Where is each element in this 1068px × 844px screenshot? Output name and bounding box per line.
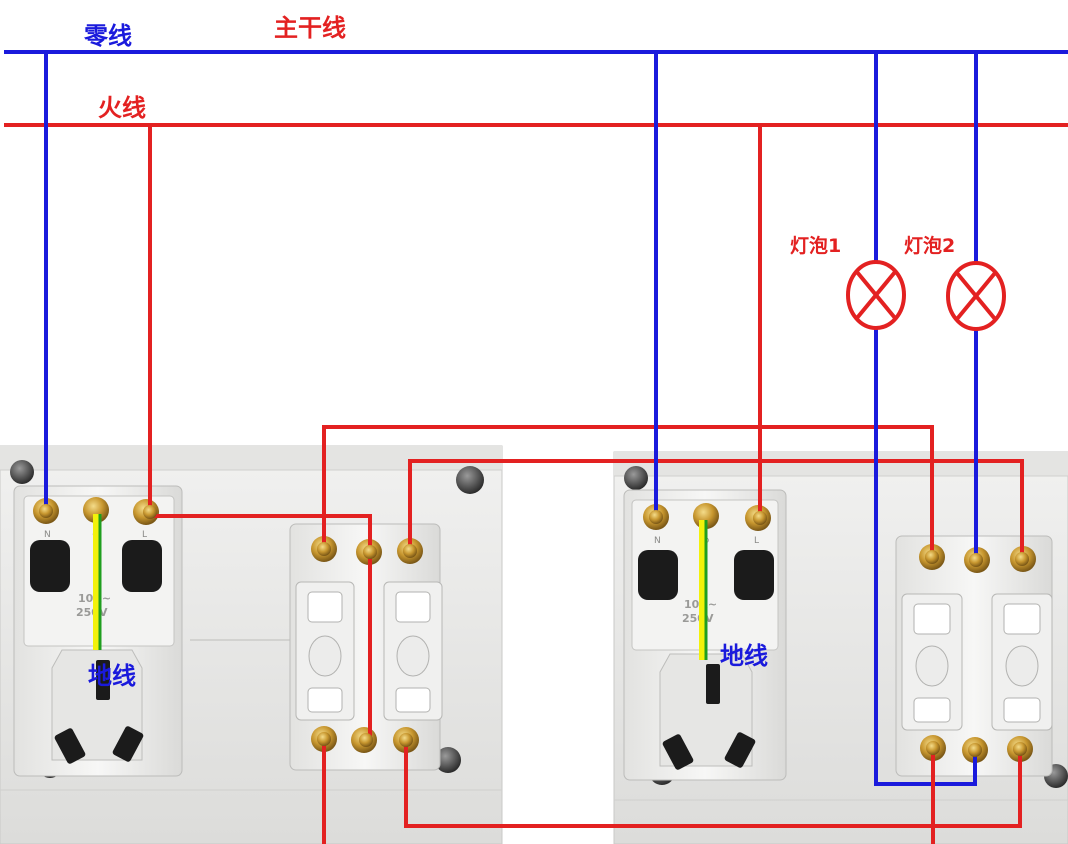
- terminal-mark-n: N: [654, 536, 661, 546]
- rating-volts: 250V: [682, 612, 714, 625]
- right-switch-module: [895, 535, 1053, 777]
- socket-slot-icon: [638, 550, 678, 600]
- label-live: 火线: [98, 94, 146, 122]
- terminal-mark-n: N: [44, 530, 51, 540]
- bulb1-icon: [846, 260, 906, 330]
- terminal-screw-icon: [83, 497, 109, 523]
- terminal-caps: [39, 504, 1029, 757]
- label-ground-right: 地线: [720, 642, 768, 670]
- socket-slot-icon: [30, 540, 70, 592]
- socket-slot-icon: [706, 664, 720, 704]
- socket-slot-icon: [734, 550, 774, 600]
- socket-slot-icon: [96, 660, 110, 700]
- rating-volts: 250V: [76, 606, 108, 619]
- socket-slot-icon: [724, 732, 756, 768]
- rocker-icon: [1003, 603, 1041, 635]
- label-neutral: 零线: [83, 22, 132, 50]
- socket-slot-icon: [54, 728, 86, 764]
- left-switch-module: [289, 523, 443, 771]
- left-ground-wire: [93, 514, 102, 650]
- socket-slot-icon: [122, 540, 162, 592]
- socket-slot-icon: [662, 734, 694, 770]
- panel-screw-icon: [624, 466, 648, 490]
- panel-screw-icon: [10, 460, 34, 484]
- label-trunk: 主干线: [274, 14, 346, 42]
- socket-slot-icon: [112, 726, 144, 762]
- left-socket-to-switch-wire: [148, 514, 372, 742]
- rocker-icon: [913, 603, 951, 635]
- rocker-icon: [395, 591, 431, 623]
- terminal-mark-l: L: [142, 530, 147, 540]
- panel-screw-icon: [435, 747, 461, 773]
- terminal-mark-l: L: [754, 536, 759, 546]
- rocker-icon: [307, 591, 343, 623]
- left-switch-bottom-wire-2: [404, 738, 1022, 828]
- bulb1-return-wire: [874, 328, 977, 786]
- label-bulb1: 灯泡1: [790, 234, 841, 257]
- right-ground-wire: [699, 520, 708, 660]
- label-ground-left: 地线: [88, 662, 136, 690]
- label-bulb2: 灯泡2: [904, 234, 955, 257]
- panel-screw-icon: [456, 466, 484, 494]
- bulb2-icon: [946, 261, 1006, 331]
- left-switch-loop-wire-2: [408, 459, 1024, 561]
- left-switch-loop-wire-1: [322, 425, 934, 559]
